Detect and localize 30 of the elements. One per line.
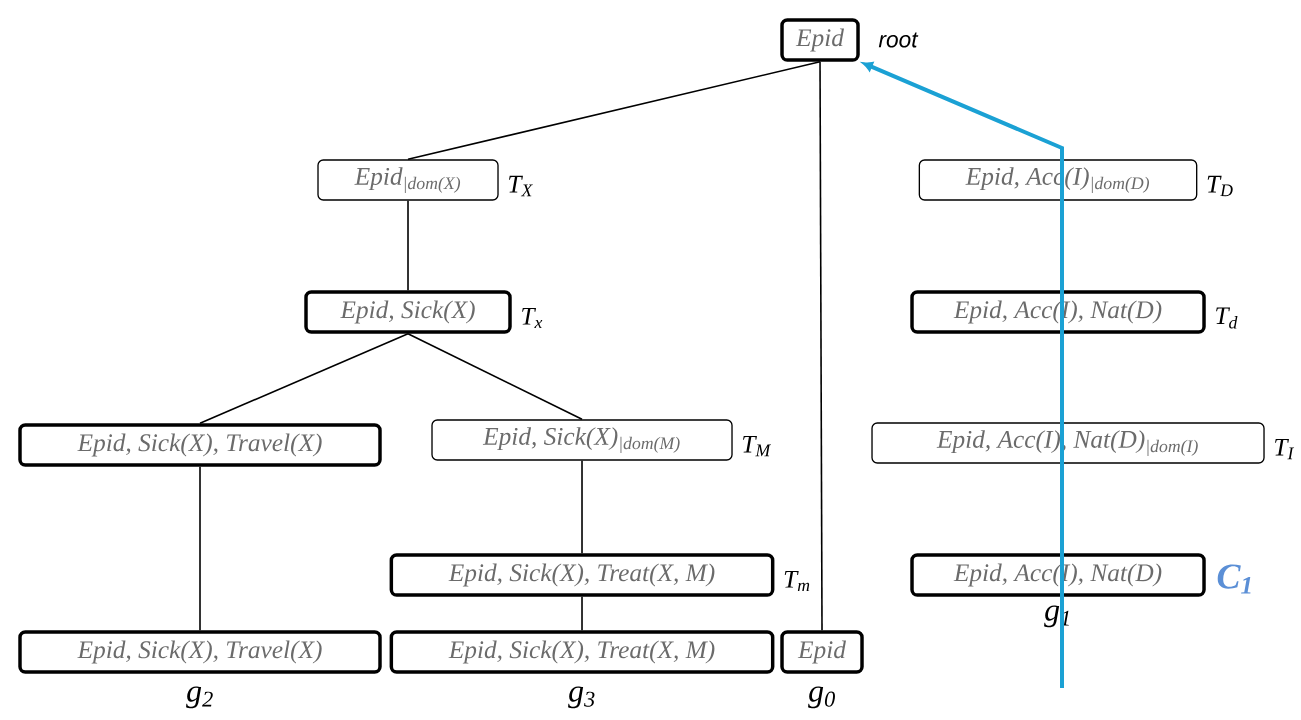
tree-edge — [199, 332, 409, 425]
formula-box: Epid, Sick(X), Treat(X, M) — [389, 553, 775, 597]
graph-label: g$_{0}$ — [808, 686, 835, 709]
tree-edge — [199, 465, 201, 632]
tree-edge — [407, 199, 409, 292]
formula-box: Epid$_{|dom(X)}$ — [317, 159, 499, 201]
formula-box: Epid, Sick(X), Travel(X) — [18, 423, 382, 467]
formula-box: Epid, Sick(X), Travel(X) — [18, 630, 382, 674]
tree-edge — [581, 459, 583, 555]
tree-label: T$_{X}$ — [509, 175, 533, 197]
tree-label: T$_{I}$ — [1275, 438, 1295, 460]
formula-box: Epid, Sick(X), Treat(X, M) — [389, 630, 775, 674]
formula-box: Epid, Sick(X) — [304, 290, 512, 334]
graph-label: g$_{3}$ — [568, 686, 595, 709]
cut-label: C$_{1}$ — [1217, 564, 1251, 594]
formula-box: Epid — [780, 630, 864, 674]
tree-label: T$_{x}$ — [522, 308, 543, 328]
tree-edge — [407, 60, 821, 161]
tree-edge — [581, 595, 583, 632]
formula-box: Epid, Sick(X)$_{|dom(M)}$ — [431, 419, 733, 461]
tree-label: T$_{d}$ — [1216, 307, 1238, 329]
path-arrow — [862, 61, 1064, 688]
tree-label: T$_{M}$ — [743, 435, 772, 457]
tree-label: T$_{m}$ — [784, 571, 810, 592]
tree-label: T$_{D}$ — [1207, 175, 1233, 197]
tree-edge — [407, 332, 583, 421]
root-label: root — [878, 32, 919, 48]
formula-box: Epid — [780, 18, 860, 62]
graph-label: g$_{2}$ — [186, 686, 213, 709]
tree-edge — [819, 60, 823, 632]
